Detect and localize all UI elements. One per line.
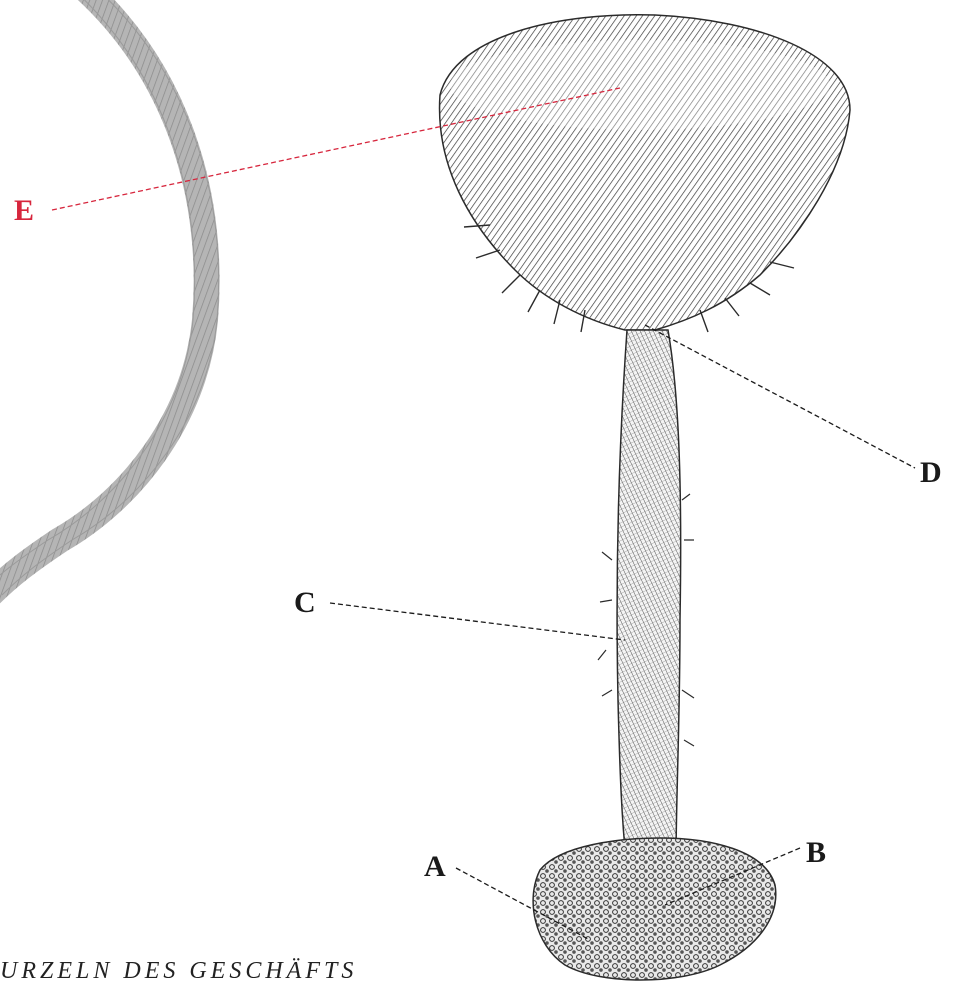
leader-line-c bbox=[330, 603, 625, 640]
leader-line-d bbox=[645, 325, 915, 468]
ring-shape bbox=[0, 0, 219, 595]
callout-label-c: C bbox=[294, 586, 316, 619]
callout-label-a: A bbox=[424, 850, 446, 883]
callout-label-e: E bbox=[14, 194, 34, 227]
footer-caption: URZELN DES GESCHÄFTS bbox=[0, 958, 357, 984]
callout-label-b: B bbox=[806, 836, 826, 869]
plant-crown bbox=[440, 15, 850, 332]
callout-label-d: D bbox=[920, 456, 942, 489]
root-clump bbox=[533, 838, 776, 980]
plant-stem bbox=[598, 330, 694, 860]
